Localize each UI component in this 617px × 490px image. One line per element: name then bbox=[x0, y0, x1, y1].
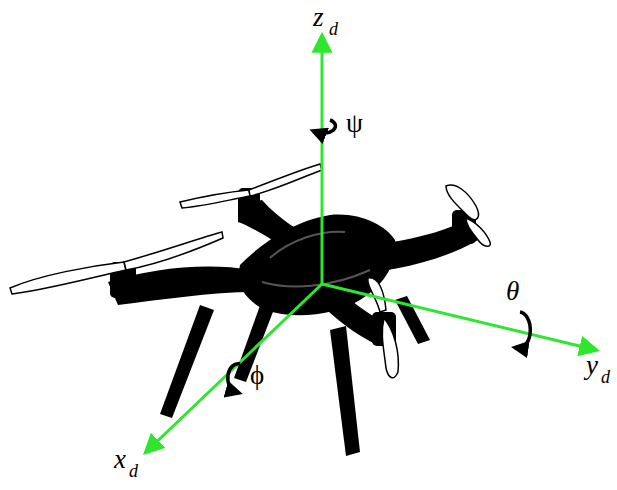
drone-arms bbox=[108, 200, 478, 345]
axis-subscript: d bbox=[129, 462, 138, 480]
axis-subscript: d bbox=[601, 368, 610, 386]
rotation-arrows bbox=[228, 120, 531, 392]
rotation-symbol: ψ bbox=[346, 110, 363, 137]
drone-legs bbox=[160, 296, 430, 456]
axis-subscript: d bbox=[329, 20, 338, 38]
drone-body bbox=[239, 215, 396, 316]
rotation-symbol: θ bbox=[506, 278, 519, 305]
axis-letter: x bbox=[114, 446, 126, 473]
rotation-symbol: ϕ bbox=[250, 362, 264, 389]
drone-propellers bbox=[10, 164, 490, 378]
body-axes bbox=[146, 36, 596, 452]
axis-letter: z bbox=[313, 4, 324, 31]
drone-motors bbox=[110, 188, 476, 346]
axis-letter: y bbox=[586, 352, 598, 379]
